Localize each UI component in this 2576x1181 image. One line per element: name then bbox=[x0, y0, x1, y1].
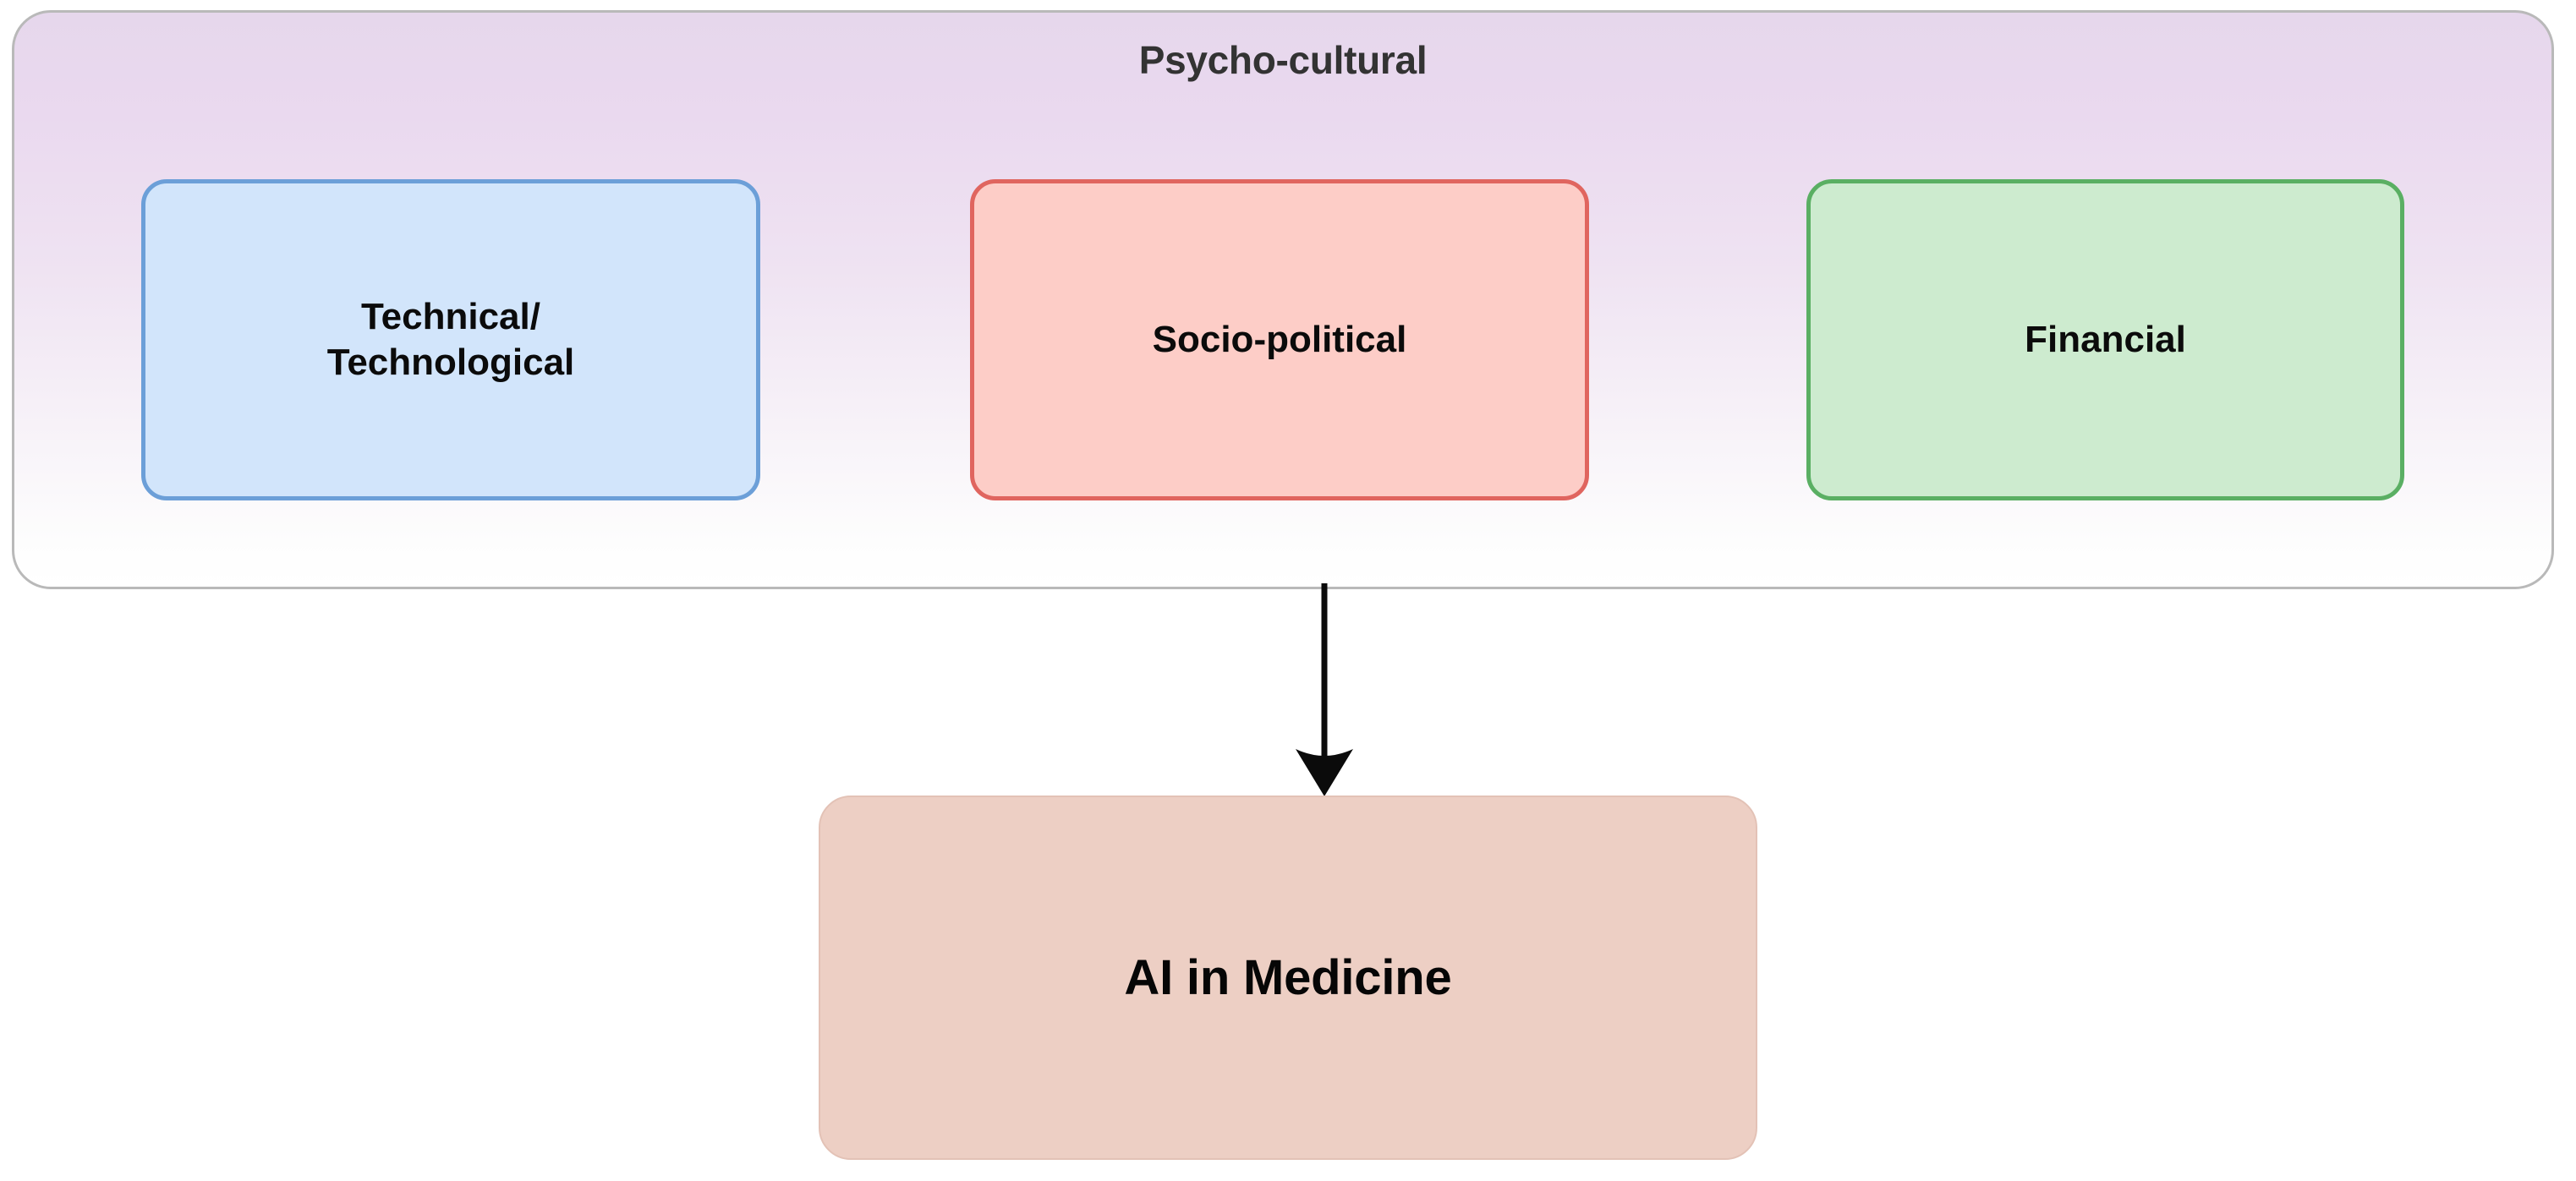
node-financial-label: Financial bbox=[2025, 319, 2186, 361]
node-technical-technological[interactable]: Technical/ Technological bbox=[141, 179, 760, 500]
node-socio-political[interactable]: Socio-political bbox=[970, 179, 1589, 500]
arrowhead-icon bbox=[1296, 749, 1353, 796]
node-technical-label-line1: Technical/ bbox=[361, 296, 540, 338]
node-financial[interactable]: Financial bbox=[1806, 179, 2404, 500]
subgraph-title: Psycho-cultural bbox=[1138, 38, 1428, 82]
edge-arrow-to-ai-in-medicine bbox=[1296, 583, 1353, 796]
node-technical-label-line2: Technological bbox=[326, 342, 575, 383]
node-socio-political-label: Socio-political bbox=[1152, 319, 1407, 361]
node-technical-technological-label: Technical/ Technological bbox=[327, 294, 575, 385]
node-ai-in-medicine[interactable]: AI in Medicine bbox=[819, 796, 1757, 1160]
node-ai-in-medicine-label: AI in Medicine bbox=[1124, 950, 1452, 1005]
subgraph-psycho-cultural: Psycho-cultural Technical/ Technological… bbox=[12, 10, 2554, 589]
